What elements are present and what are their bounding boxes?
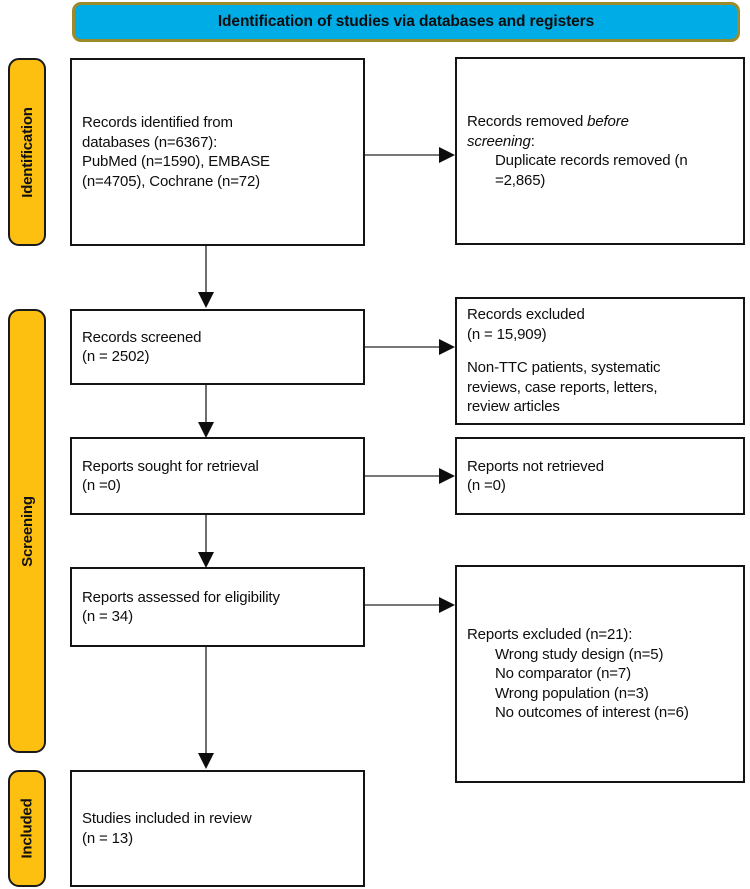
stage-tab-identification-label: Identification xyxy=(18,106,36,198)
arrow-screened-to-excluded xyxy=(365,337,457,357)
records-excluded-line2: (n = 15,909) xyxy=(467,325,547,343)
stage-tab-included: Included xyxy=(8,770,46,887)
records-screened-line2: (n = 2502) xyxy=(82,348,150,365)
records-excluded-line4: reviews, case reports, letters, xyxy=(467,378,658,396)
box-reports-excluded-text: Reports excluded (n=21): Wrong study des… xyxy=(457,625,743,723)
box-records-excluded: Records excluded (n = 15,909) Non-TTC pa… xyxy=(455,297,745,425)
stage-tab-screening-label: Screening xyxy=(18,495,36,567)
stage-tab-screening: Screening xyxy=(8,309,46,753)
arrow-identified-to-screened xyxy=(196,246,216,309)
reports-excluded-line2: Wrong study design (n=5) xyxy=(495,645,664,663)
box-reports-excluded: Reports excluded (n=21): Wrong study des… xyxy=(455,565,745,783)
box-reports-not-retrieved: Reports not retrieved (n =0) xyxy=(455,437,745,515)
box-reports-sought-text: Reports sought for retrieval (n =0) xyxy=(72,457,363,496)
box-reports-assessed-text: Reports assessed for eligibility (n = 34… xyxy=(72,588,363,627)
records-removed-line1: Records removed xyxy=(467,113,588,130)
stage-tab-identification: Identification xyxy=(8,58,46,246)
arrow-sought-to-not-retrieved xyxy=(365,466,457,486)
records-removed-line2-italic: screening xyxy=(467,132,531,150)
box-studies-included-text: Studies included in review (n = 13) xyxy=(72,809,363,848)
arrow-assessed-to-included xyxy=(196,647,216,771)
studies-included-line2: (n = 13) xyxy=(82,829,133,847)
records-removed-line1-italic: before xyxy=(587,113,629,130)
reports-excluded-line5: No outcomes of interest (n=6) xyxy=(495,704,689,722)
phase-banner-identification: Identification of studies via databases … xyxy=(72,2,740,42)
arrow-assessed-to-reports-excluded xyxy=(365,595,457,615)
box-reports-assessed-for-eligibility: Reports assessed for eligibility (n = 34… xyxy=(70,567,365,647)
box-records-identified: Records identified from databases (n=636… xyxy=(70,58,365,246)
box-reports-not-retrieved-text: Reports not retrieved (n =0) xyxy=(457,457,743,496)
records-identified-line4: (n=4705), Cochrane (n=72) xyxy=(82,172,261,190)
reports-assessed-line1: Reports assessed for eligibility xyxy=(82,588,280,606)
records-identified-line2: databases (n=6367): xyxy=(82,133,218,151)
box-records-removed-text: Records removed before screening: Duplic… xyxy=(457,112,743,190)
records-excluded-line5: review articles xyxy=(467,398,560,416)
records-excluded-line3: Non-TTC patients, systematic xyxy=(467,359,661,377)
phase-banner-label: Identification of studies via databases … xyxy=(217,13,595,30)
reports-sought-line2: (n =0) xyxy=(82,477,121,494)
box-records-identified-text: Records identified from databases (n=636… xyxy=(72,113,363,191)
reports-not-retrieved-line2: (n =0) xyxy=(467,477,506,494)
box-records-excluded-text: Records excluded (n = 15,909) Non-TTC pa… xyxy=(457,305,743,417)
box-records-screened-text: Records screened (n = 2502) xyxy=(72,328,363,367)
reports-excluded-line3: No comparator (n=7) xyxy=(495,665,631,683)
stage-tab-included-label: Included xyxy=(18,798,36,859)
records-removed-line3: Duplicate records removed (n xyxy=(495,152,688,169)
records-excluded-line1: Records excluded xyxy=(467,306,585,324)
reports-assessed-line2: (n = 34) xyxy=(82,608,133,625)
box-reports-sought-for-retrieval: Reports sought for retrieval (n =0) xyxy=(70,437,365,515)
records-screened-line1: Records screened xyxy=(82,328,202,346)
records-removed-line4: =2,865) xyxy=(495,171,546,189)
reports-excluded-line4: Wrong population (n=3) xyxy=(495,684,649,702)
arrow-sought-to-assessed xyxy=(196,515,216,569)
studies-included-line1: Studies included in review xyxy=(82,810,252,827)
reports-not-retrieved-line1: Reports not retrieved xyxy=(467,457,604,475)
box-records-screened: Records screened (n = 2502) xyxy=(70,309,365,385)
records-identified-line1: Records identified from xyxy=(82,114,233,131)
arrow-identified-to-removed xyxy=(365,145,457,165)
arrow-screened-to-sought xyxy=(196,385,216,439)
box-studies-included-in-review: Studies included in review (n = 13) xyxy=(70,770,365,887)
box-records-removed-before-screening: Records removed before screening: Duplic… xyxy=(455,57,745,245)
records-excluded-gap xyxy=(467,344,733,358)
reports-sought-line1: Reports sought for retrieval xyxy=(82,457,259,475)
records-identified-line3: PubMed (n=1590), EMBASE xyxy=(82,153,270,170)
records-removed-line2-rest: : xyxy=(530,132,535,150)
reports-excluded-line1: Reports excluded (n=21): xyxy=(467,626,633,644)
